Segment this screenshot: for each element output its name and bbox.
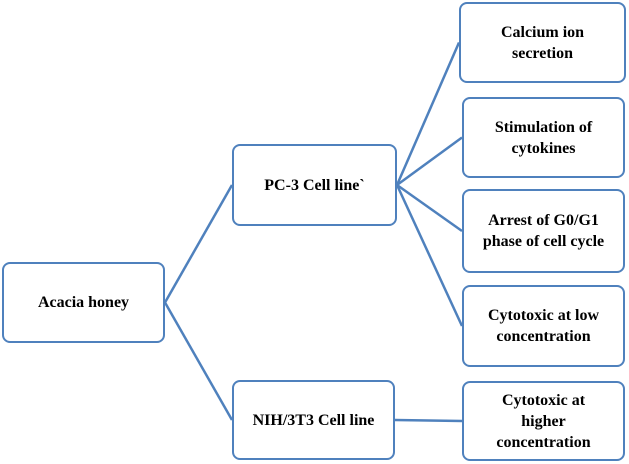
node-cytotoxic-low-concentration: Cytotoxic at low concentration [462, 285, 625, 367]
connector-pc3-to-calcium [395, 42, 461, 186]
node-nih3t3-cell-line: NIH/3T3 Cell line [232, 380, 395, 460]
node-arrest-g0-g1: Arrest of G0/G1 phase of cell cycle [462, 189, 625, 273]
connector-root-to-nih [163, 301, 234, 421]
nih-node-label: NIH/3T3 Cell line [252, 411, 375, 429]
arrest-node-label: Arrest of G0/G1 phase of cell cycle [482, 212, 605, 250]
cytotoxic-low-node-label: Cytotoxic at low concentration [487, 307, 600, 345]
node-stimulation-of-cytokines: Stimulation of cytokines [462, 97, 625, 178]
node-pc3-cell-line: PC-3 Cell line` [232, 144, 397, 226]
cytokines-node-label: Stimulation of cytokines [494, 118, 593, 157]
node-calcium-ion-secretion: Calcium ion secretion [459, 2, 626, 83]
node-cytotoxic-higher-concentration: Cytotoxic at higher concentration [462, 381, 625, 461]
connector-pc3-to-cytokines [396, 136, 463, 187]
connector-nih-to-cytotoxic_high [394, 418, 463, 423]
root-node-acacia-honey: Acacia honey [2, 262, 165, 343]
root-node-label: Acacia honey [37, 294, 130, 311]
connector-root-to-pc3 [163, 184, 234, 304]
connector-pc3-to-arrest [396, 183, 463, 233]
connector-pc3-to-cytotoxic_low [395, 184, 464, 327]
pc3-node-label: PC-3 Cell line` [264, 176, 365, 194]
calcium-node-label: Calcium ion secretion [500, 23, 585, 62]
cytotoxic-high-node-label: Cytotoxic at higher concentration [496, 391, 591, 451]
